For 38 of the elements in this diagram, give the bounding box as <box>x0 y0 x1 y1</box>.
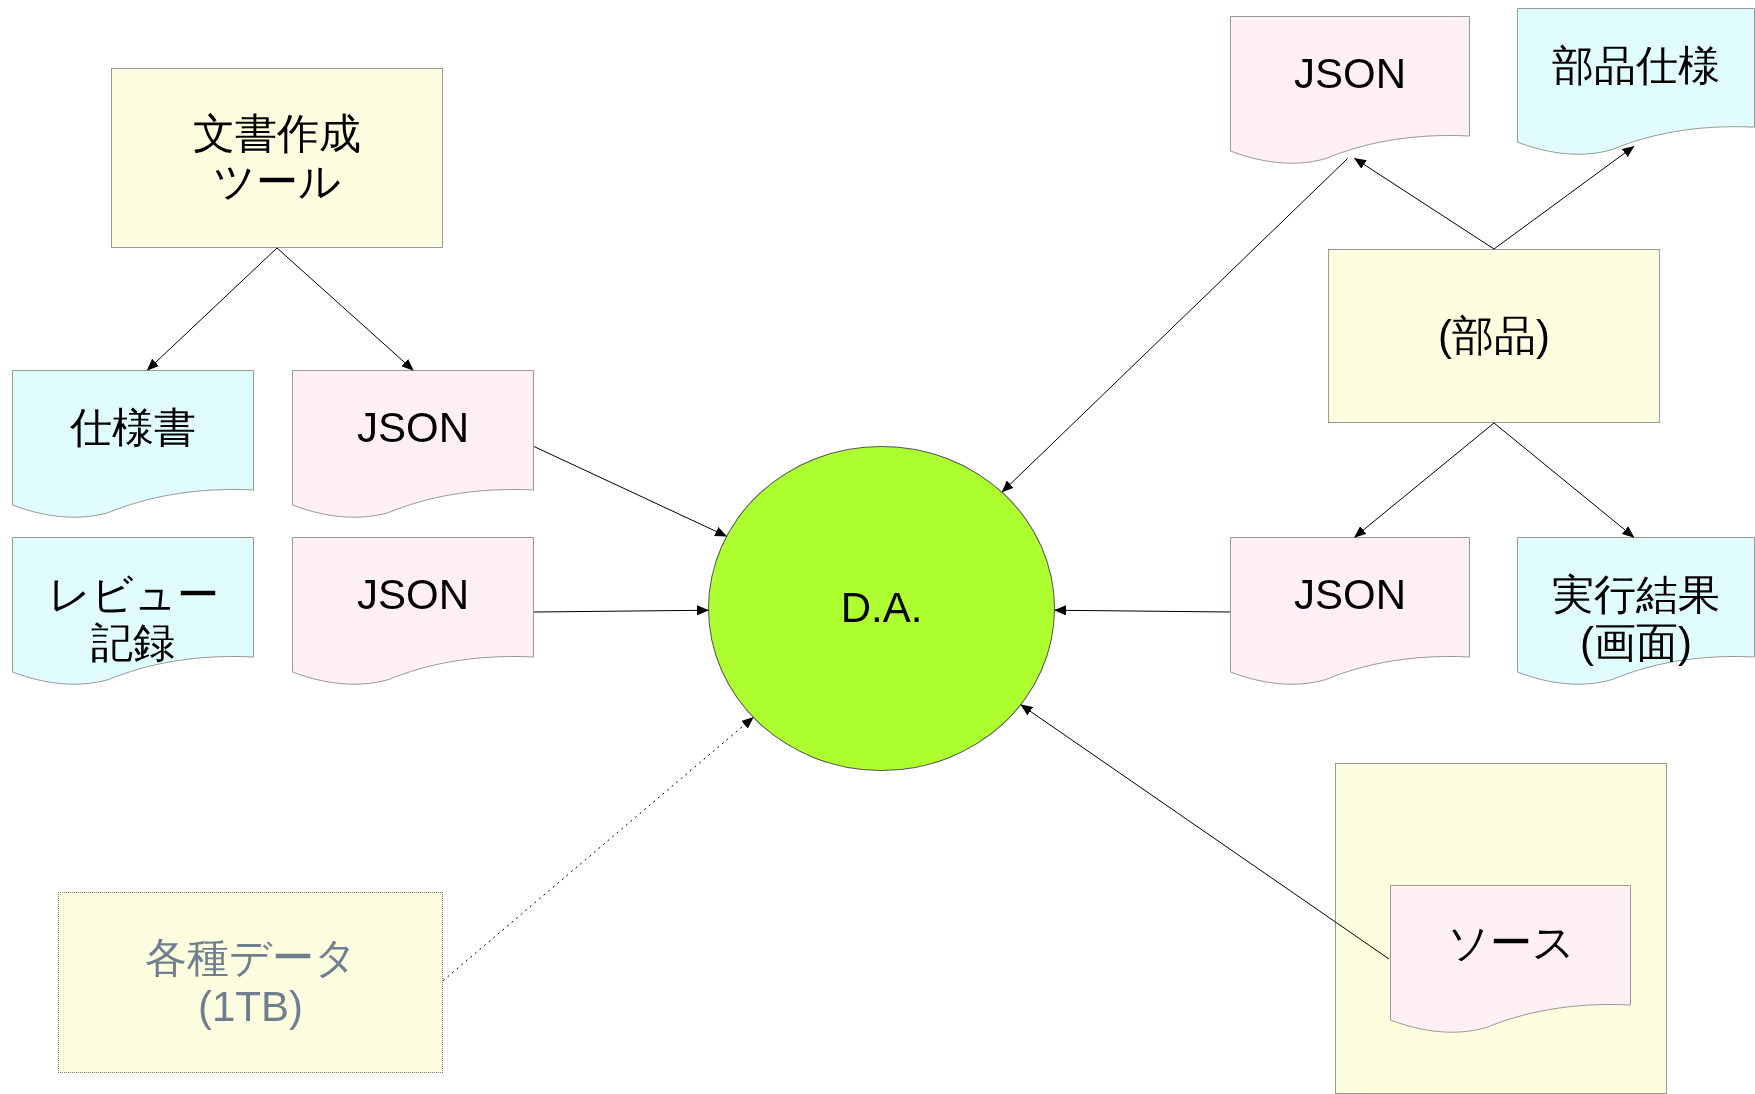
container-box <box>1335 763 1667 1094</box>
arrow <box>1493 146 1635 250</box>
node-label: JSON <box>1293 50 1407 99</box>
arrow <box>1353 157 1495 250</box>
arrow <box>533 446 728 537</box>
arrow <box>1354 422 1495 538</box>
document-shape <box>1517 8 1755 157</box>
node-label: (部品) <box>1437 311 1551 361</box>
node-label: 仕様書 <box>69 404 197 453</box>
node-label: ソース <box>1445 919 1576 968</box>
document-shape <box>1230 16 1470 166</box>
data-box <box>58 892 443 1073</box>
document-shape <box>1390 885 1631 1035</box>
document-shape <box>292 537 534 687</box>
arrow <box>533 605 709 616</box>
arrow <box>146 247 278 371</box>
document-shape <box>1230 537 1470 687</box>
node-label: レビュー記録 <box>46 571 220 668</box>
node-label: 文書作成ツール <box>192 109 362 207</box>
document-shape <box>1517 537 1755 687</box>
node-label: D.A. <box>839 584 924 633</box>
document-shape <box>292 370 534 520</box>
node-label: 実行結果 (画面) <box>1551 571 1721 668</box>
arrow <box>1493 422 1635 538</box>
component-box <box>1328 249 1660 423</box>
node-label: 各種データ (1TB) <box>143 934 358 1031</box>
node-label: 部品仕様 <box>1551 42 1721 91</box>
arrow <box>1001 158 1349 493</box>
tool-box <box>111 68 443 248</box>
arrow <box>442 716 754 982</box>
node-label: JSON <box>356 404 470 453</box>
node-label: JSON <box>1293 571 1407 620</box>
document-shape <box>12 370 254 520</box>
arrow <box>1054 605 1231 616</box>
arrow <box>1020 704 1390 960</box>
arrow <box>276 247 414 371</box>
node-label: JSON <box>356 571 470 620</box>
document-shape <box>12 537 254 687</box>
